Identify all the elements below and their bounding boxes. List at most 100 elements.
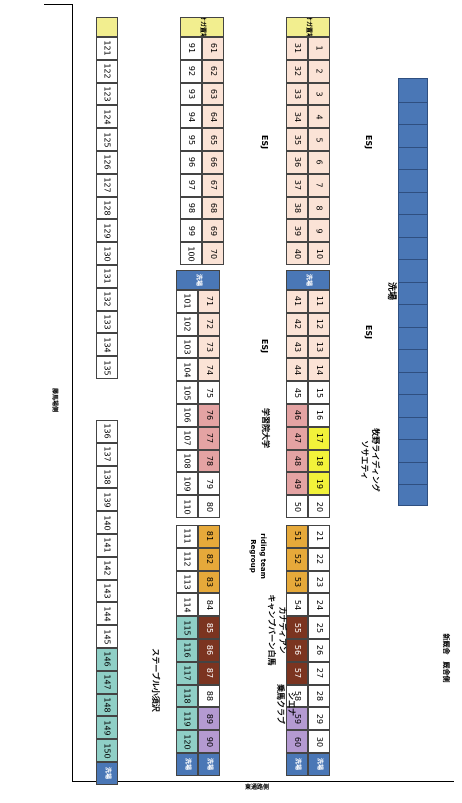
stall-98: 98 — [180, 196, 202, 220]
stall-82: 82 — [198, 547, 220, 571]
stall-number: 26 — [315, 645, 324, 656]
stall-number: 107 — [183, 430, 192, 446]
stall-number: 105 — [183, 384, 192, 401]
stall-105: 105 — [176, 381, 198, 404]
wash-area-text: 洗場 — [183, 758, 191, 771]
arena-strip-divider — [399, 371, 427, 373]
stall-86: 86 — [198, 639, 220, 662]
stall-number: 128 — [103, 200, 112, 216]
stall-number: 103 — [183, 339, 192, 355]
shiei-label: シエナ 乗馬クラブ — [276, 684, 296, 724]
stall-61: 61 — [202, 37, 224, 60]
stall-number: 129 — [103, 223, 112, 239]
stall-number: 133 — [103, 314, 112, 330]
stall-number: 5 — [315, 137, 324, 143]
stall-number: 1 — [315, 45, 324, 51]
stall-number: 30 — [315, 736, 324, 747]
stall-number: 126 — [103, 154, 112, 171]
stall-number: 95 — [187, 134, 196, 145]
stall-number: 67 — [209, 180, 218, 191]
stall-39: 39 — [286, 219, 308, 243]
stall-number: 20 — [315, 501, 324, 512]
stall-number: 89 — [205, 713, 214, 724]
stall-number: 144 — [103, 606, 112, 622]
wash-area: 洗場 — [176, 753, 198, 776]
stall-73: 73 — [198, 335, 220, 359]
stall-100: 100 — [180, 242, 202, 265]
arena-strip-divider — [399, 169, 427, 170]
stall-31: 31 — [286, 37, 308, 60]
arena-strip-divider — [399, 394, 427, 395]
stall-75: 75 — [198, 381, 220, 404]
stall-46: 46 — [286, 404, 308, 427]
arena-strip-divider — [399, 281, 427, 283]
stall-51: 51 — [286, 525, 308, 548]
stall-number: 138 — [103, 469, 112, 485]
stall-number: 74 — [205, 364, 214, 375]
stall-94: 94 — [180, 105, 202, 129]
stall-number: 80 — [205, 501, 214, 512]
stall-74: 74 — [198, 358, 220, 382]
stall-number: 77 — [205, 433, 214, 444]
stall-number: 98 — [187, 202, 196, 214]
stall-140: 140 — [96, 511, 118, 534]
stall-number: 124 — [103, 109, 112, 125]
stall-number: 109 — [183, 476, 192, 492]
stall-number: 62 — [209, 66, 218, 77]
stall-number: 70 — [209, 248, 218, 259]
stall-number: 52 — [293, 554, 302, 565]
arena-strip-divider — [399, 439, 427, 440]
stall-30: 30 — [308, 730, 330, 753]
wash-area-text: 洗場 — [293, 758, 301, 771]
stall-144: 144 — [96, 602, 118, 626]
stall-43: 43 — [286, 335, 308, 359]
stall-number: 87 — [205, 668, 214, 679]
stall-number: 60 — [293, 736, 302, 747]
stall-number: 131 — [103, 268, 112, 285]
stall-120: 120 — [176, 730, 198, 753]
stall-number: 69 — [209, 225, 218, 236]
top-boundary-line — [44, 4, 73, 5]
stall-53: 53 — [286, 570, 308, 594]
stall-number: 101 — [183, 293, 192, 310]
stall-6: 6 — [308, 151, 330, 174]
stall-number: 18 — [315, 455, 324, 467]
stall-number: 99 — [187, 225, 196, 236]
stall-15: 15 — [308, 381, 330, 404]
stall-number: 145 — [103, 628, 112, 645]
stall-number: 25 — [315, 622, 324, 633]
stall-number: 78 — [205, 455, 214, 467]
stall-number: 118 — [183, 688, 192, 704]
stall-number: 119 — [183, 711, 192, 727]
stall-99: 99 — [180, 219, 202, 243]
stall-number: 16 — [315, 410, 324, 421]
stall-89: 89 — [198, 707, 220, 731]
stall-34: 34 — [286, 105, 308, 129]
stall-number: 123 — [103, 86, 112, 102]
block-d-header: 洗場 — [286, 270, 330, 290]
stall-number: 36 — [293, 157, 302, 168]
stall-47: 47 — [286, 426, 308, 450]
stall-129: 129 — [96, 219, 118, 243]
esj-label-1: ESJ — [364, 134, 373, 150]
stall-10: 10 — [308, 242, 330, 265]
stall-67: 67 — [202, 173, 224, 197]
stall-111: 111 — [176, 525, 198, 548]
stall-115: 115 — [176, 616, 198, 639]
wash-area: 洗場 — [96, 762, 118, 785]
stall-number: 115 — [183, 619, 192, 636]
stall-146: 146 — [96, 648, 118, 671]
stall-25: 25 — [308, 616, 330, 639]
arena-strip-divider — [399, 484, 427, 485]
stall-106: 106 — [176, 404, 198, 427]
new-building-label: 新厩舎 厩舎側 — [442, 633, 450, 683]
stall-number: 54 — [293, 599, 302, 610]
stall-number: 120 — [183, 733, 192, 750]
stall-64: 64 — [202, 105, 224, 129]
stall-number: 44 — [293, 364, 302, 375]
stall-number: 15 — [315, 387, 324, 398]
stall-number: 135 — [103, 359, 112, 376]
stall-114: 114 — [176, 593, 198, 617]
stall-127: 127 — [96, 173, 118, 197]
arena-strip-divider — [399, 214, 427, 215]
